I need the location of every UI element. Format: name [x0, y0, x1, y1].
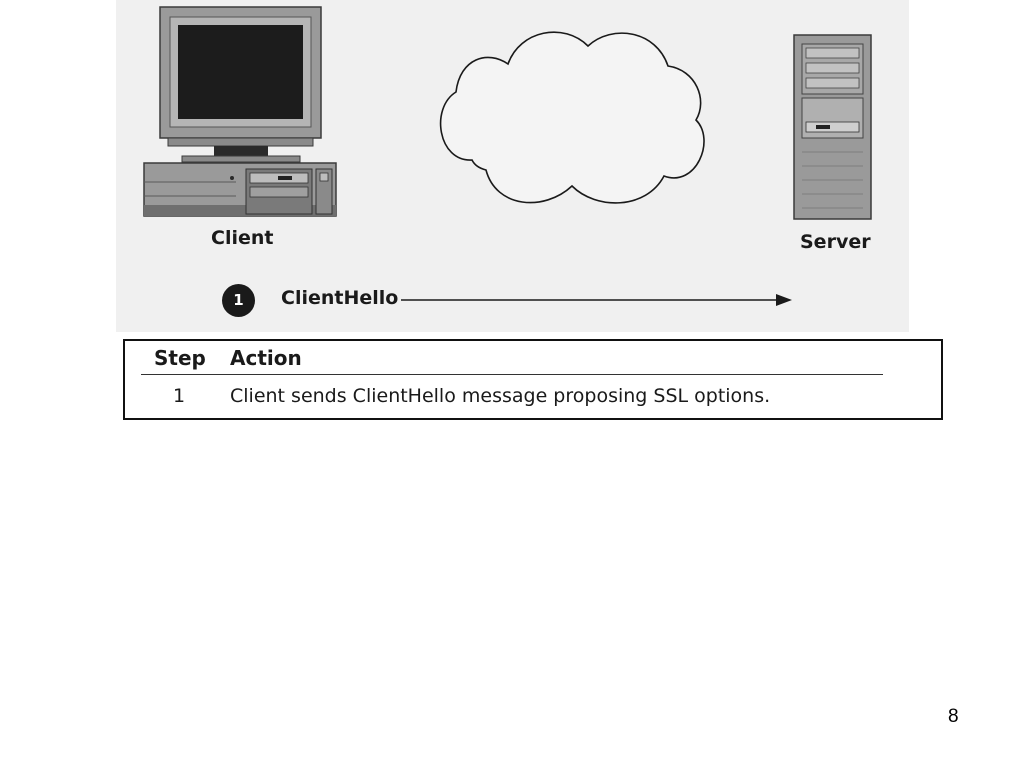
step-number-badge: 1: [222, 284, 255, 317]
figure-drawing: [143, 6, 872, 306]
table-header-action: Action: [230, 346, 302, 370]
table-header-step: Step: [154, 346, 206, 370]
message-arrow: [401, 294, 792, 306]
step-action-table: Step Action 1 Client sends ClientHello m…: [123, 339, 943, 420]
server-label: Server: [800, 231, 871, 253]
slide-page-number: 8: [948, 706, 959, 727]
network-cloud-icon: [439, 31, 705, 204]
client-computer-icon: [143, 6, 337, 217]
table-cell-step: 1: [173, 385, 186, 407]
table-cell-action: Client sends ClientHello message proposi…: [230, 385, 771, 407]
message-label: ClientHello: [281, 287, 399, 309]
client-label: Client: [211, 227, 274, 249]
ssl-handshake-figure: Client Server 1 ClientHello: [116, 0, 909, 332]
table-header-divider: [141, 374, 883, 375]
server-tower-icon: [793, 34, 872, 220]
